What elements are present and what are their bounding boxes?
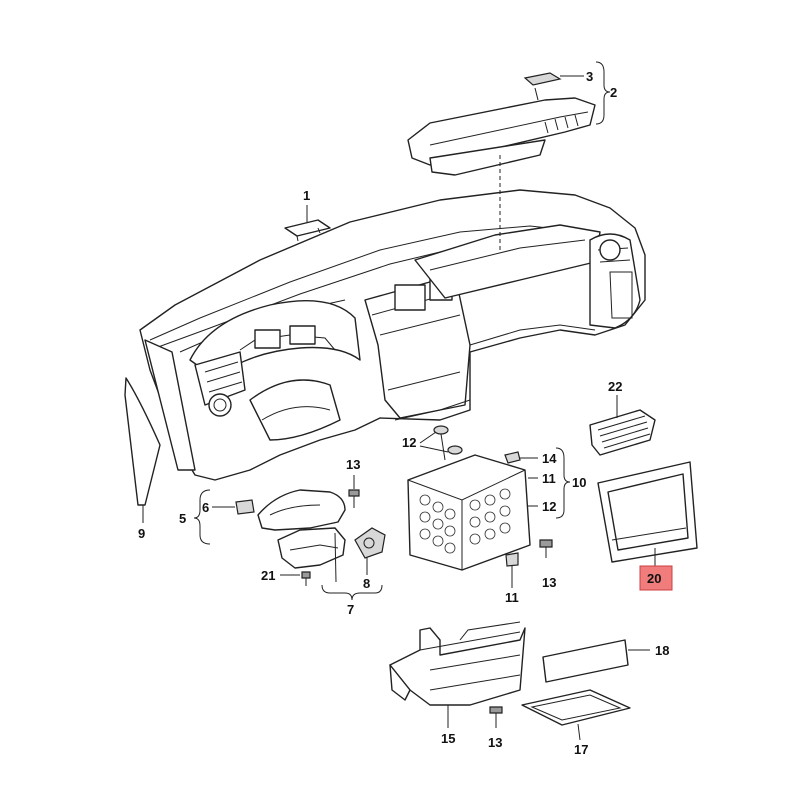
callout-1: 1 — [303, 188, 310, 203]
part-13-screw-top — [348, 475, 360, 508]
callout-17: 17 — [574, 742, 588, 757]
callout-11-top: 11 — [542, 471, 556, 486]
callout-20: 20 — [647, 571, 661, 586]
callout-13-mid: 13 — [542, 575, 556, 590]
callout-14: 14 — [542, 451, 557, 466]
callout-13-top: 13 — [346, 457, 360, 472]
callout-labels: 1 2 3 5 6 7 8 9 10 11 11 11 12 12 13 13 … — [138, 69, 673, 757]
part-12-clip-bottom — [447, 445, 463, 455]
part-22-air-vent — [589, 395, 656, 456]
part-20-trim-frame — [597, 461, 698, 568]
part-18-storage-lid — [542, 639, 650, 683]
part-13-screw-mid — [539, 539, 553, 558]
callout-9: 9 — [138, 526, 145, 541]
callout-10: 10 — [572, 475, 586, 490]
dashboard-panel — [139, 189, 646, 481]
brace-5 — [193, 489, 211, 545]
part-10-center-bracket — [407, 425, 538, 588]
callout-12-right: 12 — [542, 499, 556, 514]
callout-5: 5 — [179, 511, 186, 526]
part-6-switch — [235, 499, 255, 515]
callout-6: 6 — [202, 500, 209, 515]
callout-20-highlight — [639, 565, 673, 591]
part-21-screw — [280, 571, 311, 586]
part-3-sensor-cover — [523, 72, 562, 86]
callout-11-bottom: 11 — [505, 590, 519, 605]
part-11-clip — [505, 552, 519, 567]
part-9-side-trim-panel — [124, 377, 161, 523]
callout-13-bottom: 13 — [488, 735, 502, 750]
part-1-defroster-cap — [284, 205, 331, 242]
part-15-storage-compartment — [389, 621, 526, 728]
part-13-screw-bottom — [489, 706, 503, 728]
part-14-clip — [504, 451, 521, 464]
part-12-clip-top — [433, 425, 449, 435]
callout-15: 15 — [441, 731, 455, 746]
callout-12-top: 12 — [402, 435, 416, 450]
callout-3: 3 — [586, 69, 593, 84]
callout-2: 2 — [610, 85, 617, 100]
callout-18: 18 — [655, 643, 669, 658]
callout-7: 7 — [347, 602, 354, 617]
callout-22: 22 — [608, 379, 622, 394]
part-5-steering-column-cover-assembly — [212, 489, 346, 531]
part-17-storage-mat — [521, 689, 631, 741]
part-8-ignition-module — [354, 527, 386, 575]
brace-10 — [555, 447, 571, 519]
part-7-lower-column-trim — [277, 527, 346, 583]
callout-8: 8 — [363, 576, 370, 591]
callout-21: 21 — [261, 568, 275, 583]
brace-7 — [321, 584, 383, 601]
brace-2 — [595, 61, 611, 125]
part-2-top-display-unit — [407, 72, 596, 250]
